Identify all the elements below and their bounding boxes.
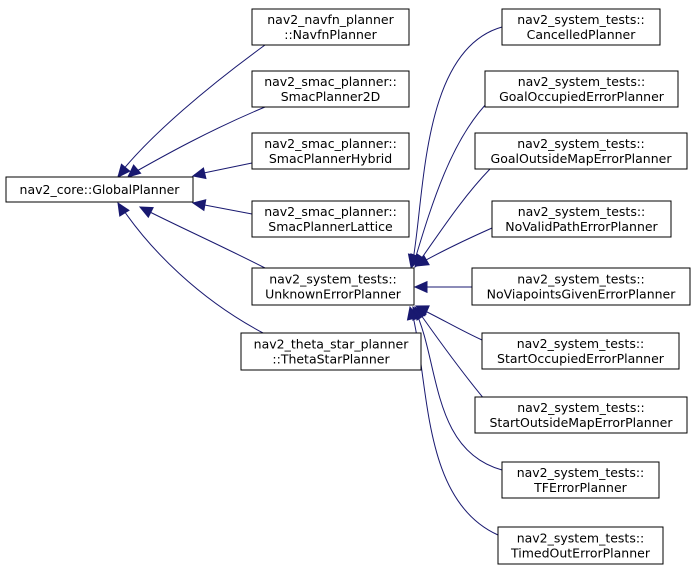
edge-line: [119, 204, 266, 335]
class-node-goaloutside[interactable]: nav2_system_tests::GoalOutsideMapErrorPl…: [474, 132, 688, 170]
class-node-box: [251, 200, 410, 238]
class-node-label-line: SmacPlannerHybrid: [269, 151, 392, 166]
edge-line: [141, 207, 266, 269]
class-node-thetastar[interactable]: nav2_theta_star_planner::ThetaStarPlanne…: [240, 332, 422, 371]
class-node-smachybrid[interactable]: nav2_smac_planner::SmacPlannerHybrid: [251, 132, 410, 170]
class-node-label-line: nav2_system_tests::: [517, 400, 645, 415]
class-node-box: [484, 70, 679, 108]
inheritance-edge-smac2d-to-global_planner: [127, 106, 266, 178]
class-node-label-line: ::ThetaStarPlanner: [272, 352, 390, 367]
class-node-label-line: nav2_system_tests::: [517, 531, 645, 546]
class-node-smac2d[interactable]: nav2_smac_planner::SmacPlanner2D: [251, 70, 410, 108]
inheritance-edge-thetastar-to-global_planner: [117, 201, 266, 335]
class-node-box: [251, 70, 410, 108]
edge-line: [117, 44, 266, 177]
class-node-box: [474, 132, 688, 170]
class-node-label-line: nav2_system_tests::: [517, 465, 645, 480]
class-node-cancelled[interactable]: nav2_system_tests::CancelledPlanner: [501, 8, 661, 46]
class-node-box: [501, 8, 661, 46]
class-node-label-line: nav2_system_tests::: [518, 74, 646, 89]
class-node-navfn[interactable]: nav2_navfn_planner::NavfnPlanner: [251, 8, 410, 46]
inheritance-edge-startoutside-to-unknown: [414, 305, 486, 401]
class-node-label-line: nav2_smac_planner::: [264, 136, 397, 151]
inheritance-edge-smachybrid-to-global_planner: [191, 162, 253, 180]
class-node-unknown[interactable]: nav2_system_tests::UnknownErrorPlanner: [251, 267, 415, 306]
class-node-label-line: nav2_system_tests::: [518, 204, 646, 219]
class-node-global_planner[interactable]: nav2_core::GlobalPlanner: [5, 176, 194, 203]
class-node-label-line: nav2_system_tests::: [517, 136, 645, 151]
inheritance-edge-novalidpath-to-unknown: [414, 227, 493, 267]
class-node-box: [251, 8, 410, 46]
edge-arrowhead: [117, 163, 131, 178]
class-node-label-line: NoViapointsGivenErrorPlanner: [487, 287, 677, 302]
edge-arrowhead: [117, 201, 130, 217]
class-node-label-line: nav2_system_tests::: [517, 272, 645, 287]
edge-line: [411, 26, 503, 267]
class-node-box: [251, 132, 410, 170]
class-node-label-line: GoalOutsideMapErrorPlanner: [491, 151, 673, 166]
class-node-label-line: StartOutsideMapErrorPlanner: [489, 415, 673, 430]
class-node-box: [497, 526, 664, 565]
inheritance-edge-unknown-to-global_planner: [138, 206, 266, 269]
inheritance-edge-noviapoints-to-unknown: [413, 280, 472, 294]
edge-arrowhead: [191, 167, 207, 180]
class-node-label-line: nav2_smac_planner::: [264, 204, 397, 219]
edge-line: [412, 99, 491, 267]
class-node-label-line: StartOccupiedErrorPlanner: [497, 351, 665, 366]
class-node-tferror[interactable]: nav2_system_tests::TFErrorPlanner: [501, 461, 660, 499]
edge-arrowhead: [127, 164, 142, 178]
edge-arrowhead: [138, 206, 154, 219]
edge-arrowhead: [413, 280, 428, 294]
class-node-label-line: nav2_core::GlobalPlanner: [20, 182, 181, 197]
class-node-label-line: TimedOutErrorPlanner: [510, 546, 651, 561]
class-node-label-line: ::NavfnPlanner: [284, 27, 377, 42]
edge-line: [416, 227, 493, 266]
class-node-noviapoints[interactable]: nav2_system_tests::NoViapointsGivenError…: [471, 267, 691, 306]
inheritance-edge-tferror-to-unknown: [412, 305, 503, 471]
class-node-label-line: nav2_system_tests::: [269, 272, 397, 287]
edge-line: [413, 307, 503, 471]
class-node-box: [251, 267, 415, 306]
edge-arrowhead: [414, 254, 430, 267]
edge-arrowhead: [406, 305, 419, 321]
class-node-timedout[interactable]: nav2_system_tests::TimedOutErrorPlanner: [497, 526, 664, 565]
class-node-goaloccupied[interactable]: nav2_system_tests::GoalOccupiedErrorPlan…: [484, 70, 679, 108]
class-node-label-line: nav2_theta_star_planner: [254, 337, 410, 352]
edge-line: [127, 106, 266, 177]
class-node-novalidpath[interactable]: nav2_system_tests::NoValidPathErrorPlann…: [491, 200, 672, 238]
inheritance-edge-startoccupied-to-unknown: [414, 305, 483, 341]
class-nodes: nav2_core::GlobalPlanner nav2_navfn_plann…: [5, 8, 691, 565]
class-node-label-line: nav2_smac_planner::: [264, 74, 397, 89]
class-node-label-line: nav2_navfn_planner: [267, 12, 394, 27]
class-node-label-line: SmacPlanner2D: [281, 89, 381, 104]
class-node-box: [474, 396, 688, 434]
class-node-label-line: SmacPlannerLattice: [268, 219, 393, 234]
class-node-label-line: GoalOccupiedErrorPlanner: [499, 89, 665, 104]
class-node-smaclattice[interactable]: nav2_smac_planner::SmacPlannerLattice: [251, 200, 410, 238]
class-node-label-line: UnknownErrorPlanner: [265, 287, 402, 302]
inheritance-edge-navfn-to-global_planner: [117, 44, 266, 178]
class-node-box: [240, 332, 422, 371]
class-node-box: [491, 200, 672, 238]
edge-line: [415, 168, 491, 267]
class-node-box: [481, 332, 680, 370]
edge-line: [415, 307, 486, 401]
class-node-label-line: NoValidPathErrorPlanner: [505, 219, 658, 234]
class-node-startoutside[interactable]: nav2_system_tests::StartOutsideMapErrorP…: [474, 396, 688, 434]
class-node-box: [471, 267, 691, 306]
class-node-startoccupied[interactable]: nav2_system_tests::StartOccupiedErrorPla…: [481, 332, 680, 370]
class-node-box: [501, 461, 660, 499]
class-node-label-line: CancelledPlanner: [527, 27, 637, 42]
class-node-label-line: nav2_system_tests::: [517, 336, 645, 351]
inheritance-edge-goaloutside-to-unknown: [414, 168, 491, 269]
class-node-label-line: nav2_system_tests::: [517, 12, 645, 27]
class-node-label-line: TFErrorPlanner: [533, 480, 628, 495]
inheritance-edge-smaclattice-to-global_planner: [191, 199, 253, 215]
edge-arrowhead: [191, 199, 207, 212]
class-node-box: [5, 176, 194, 203]
